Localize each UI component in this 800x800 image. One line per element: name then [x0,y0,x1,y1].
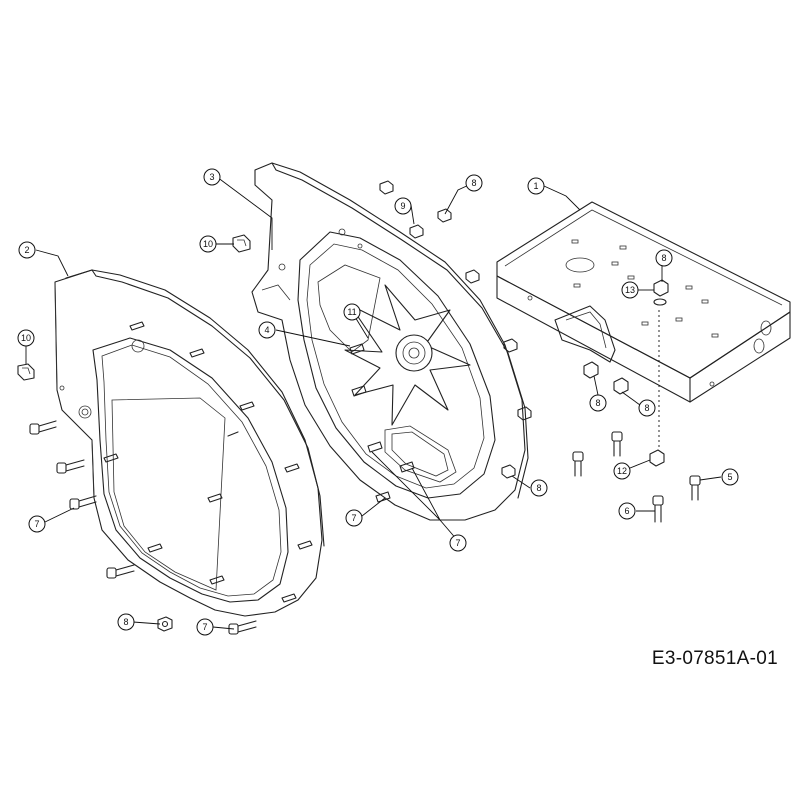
callout-7: 7 [28,515,46,533]
callout-label: 5 [727,472,732,482]
callout-label: 10 [21,333,31,343]
callout-11: 11 [343,303,361,321]
callout-label: 8 [536,483,541,493]
callout-label: 7 [202,622,207,632]
loose-bolts-left [29,420,257,635]
leader-lines [25,176,722,630]
callout-label: 8 [644,403,649,413]
clip-upper [232,234,251,253]
callout-3-highlighted: 3 [203,168,221,186]
drawing-number: E3-07851A-01 [651,648,778,669]
callout-label: 11 [347,307,356,317]
callout-label: 8 [123,617,128,627]
callout-label: 8 [471,178,476,188]
callout-label: 8 [595,398,600,408]
callout-label: 3 [209,172,214,182]
clip-left [17,363,35,381]
front-housing [54,269,325,617]
callout-label: 2 [24,245,29,255]
callout-label: 1 [533,181,538,191]
callout-10: 10 [17,329,35,347]
callout-13: 13 [621,281,639,299]
callout-5: 5 [721,468,739,486]
callout-8: 8 [655,249,673,267]
callout-12: 12 [613,462,631,480]
callout-8: 8 [117,613,135,631]
callout-6: 6 [618,502,636,520]
callout-label: 7 [34,519,39,529]
callout-label: 8 [661,253,666,263]
callout-label: 10 [203,239,213,249]
callout-2: 2 [18,241,36,259]
callout-1: 1 [527,177,545,195]
callout-label: 9 [400,201,405,211]
callout-4: 4 [258,321,276,339]
callout-7: 7 [449,534,467,552]
callout-9: 9 [394,197,412,215]
impeller [344,284,471,426]
callout-label: 7 [455,538,460,548]
callout-7: 7 [196,618,214,636]
callout-label: 13 [625,285,635,295]
back-plate-bolts [349,180,532,503]
callout-8: 8 [465,174,483,192]
callout-label: 7 [351,513,356,523]
front-housing-bolts [103,321,313,603]
callout-8: 8 [589,394,607,412]
box-hardware [572,279,701,523]
back-plate [251,162,529,521]
callout-label: 6 [624,506,629,516]
callout-8: 8 [530,479,548,497]
callout-7: 7 [345,509,363,527]
callouts: 1 2 3 4 5 6 7 7 7 7 8 8 8 8 8 8 9 10 10 … [17,168,739,636]
callout-10: 10 [199,235,217,253]
mounting-box [496,201,791,403]
callout-8: 8 [638,399,656,417]
callout-label: 4 [264,325,269,335]
callout-label: 12 [617,466,627,476]
